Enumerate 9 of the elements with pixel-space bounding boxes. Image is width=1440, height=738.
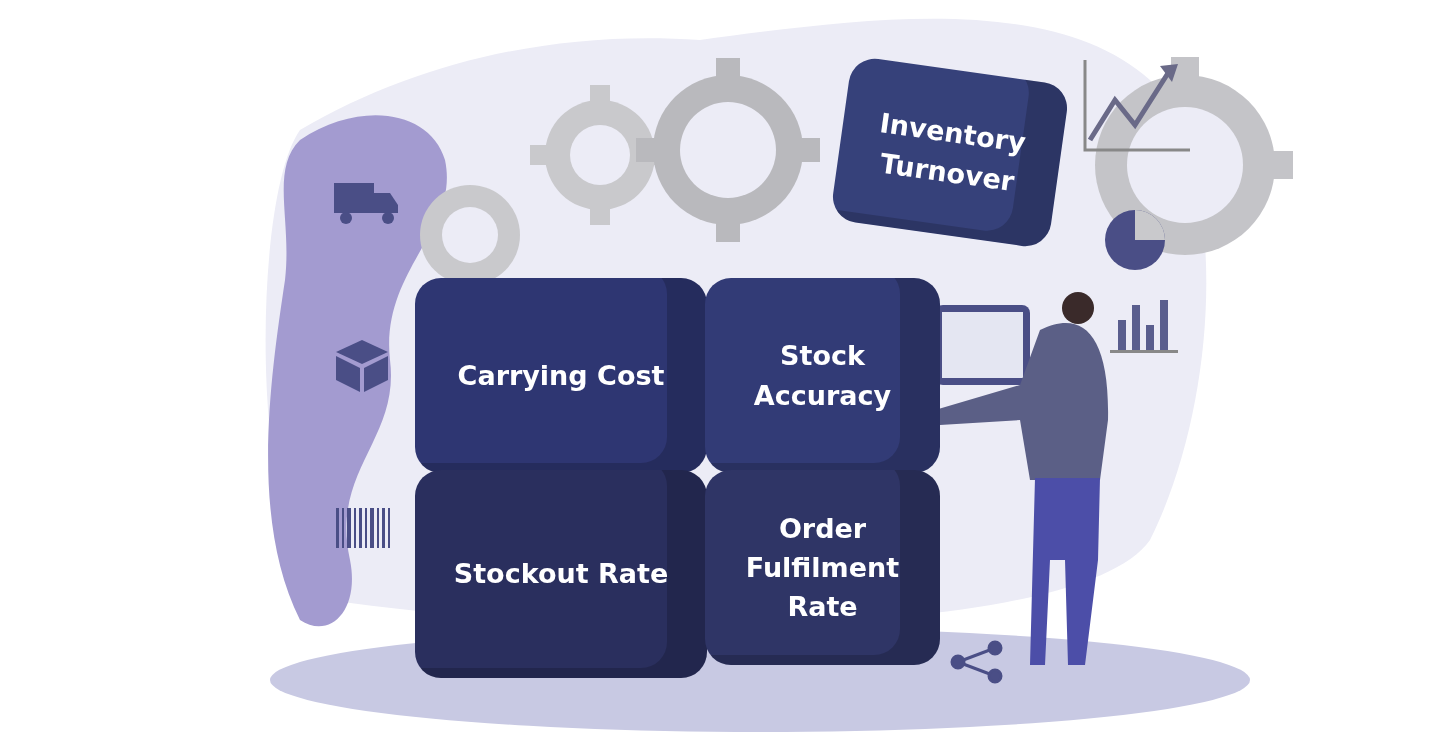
block-label: Stock Accuracy: [752, 339, 893, 413]
cube-block: [415, 278, 707, 473]
block-label: Stockout Rate: [452, 557, 670, 592]
cube-block: [705, 470, 940, 665]
cube-block: [415, 470, 707, 678]
cube-block: [705, 278, 940, 473]
block-label: Carrying Cost: [456, 358, 666, 393]
block-label: Order Fulfilment Rate: [744, 511, 901, 625]
block-label: Inventory Turnover: [876, 106, 1029, 199]
